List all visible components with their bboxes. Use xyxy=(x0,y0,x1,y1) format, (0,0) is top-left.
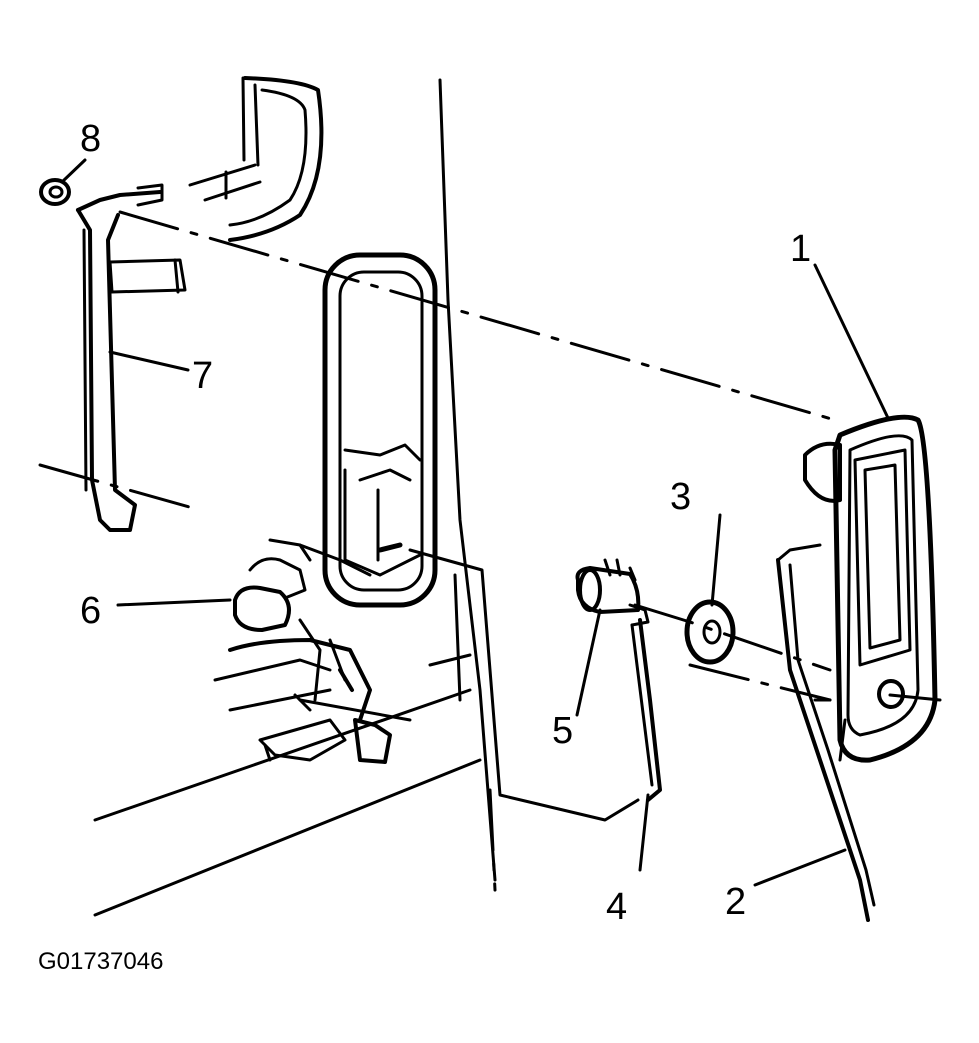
callout-3: 3 xyxy=(670,476,692,518)
callout-7: 7 xyxy=(192,355,214,397)
callout-4: 4 xyxy=(606,886,628,928)
part-1-outside-handle xyxy=(803,414,938,763)
part-4-rod xyxy=(408,548,662,822)
part-7-rod-bracket xyxy=(76,183,187,532)
part-3-gasket xyxy=(684,599,736,665)
figure-id: G01737046 xyxy=(38,948,164,975)
alignment-lines xyxy=(38,210,942,892)
callout-5: 5 xyxy=(552,710,574,752)
callout-1: 1 xyxy=(790,228,812,270)
part-8-nut xyxy=(39,178,71,206)
handle-opening-pocket xyxy=(322,252,438,608)
part-6-latch-actuator xyxy=(213,538,412,764)
part-5-lock-cylinder xyxy=(575,558,650,627)
part-2-rod xyxy=(776,543,876,922)
callout-6: 6 xyxy=(80,590,102,632)
callout-2: 2 xyxy=(725,881,747,923)
leader-lines xyxy=(60,158,890,887)
callout-8: 8 xyxy=(80,118,102,160)
